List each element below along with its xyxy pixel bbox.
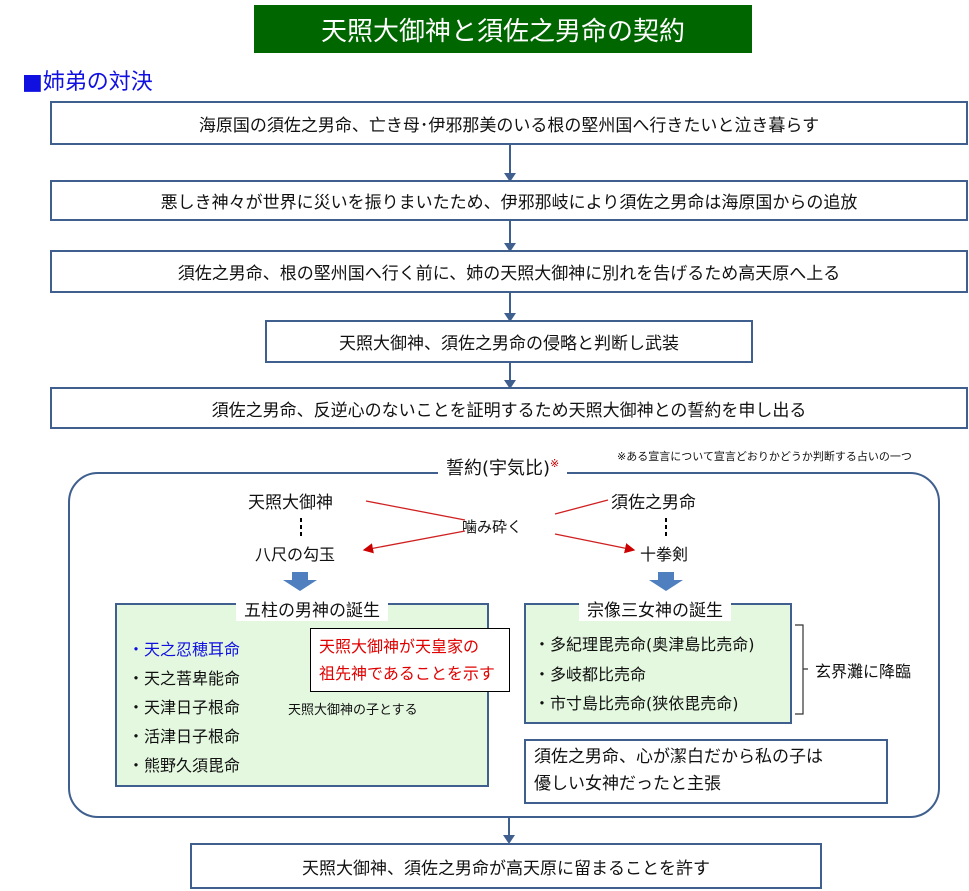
- male-god-item: ・天津日子根命: [128, 698, 241, 717]
- male-gods-label: 五柱の男神の誕生: [236, 596, 388, 621]
- callout-line: 天照大御神が天皇家の: [319, 637, 480, 656]
- block-arrow-down-icon: [649, 572, 683, 591]
- block-arrow-down-icon: [283, 572, 317, 591]
- arrow-down-icon: [504, 145, 516, 182]
- male-god-item: ・天之菩卑能命: [128, 669, 241, 688]
- male-bracket-note: 天照大御神の子とする: [288, 703, 418, 718]
- jewel-label: 八尺の勾玉: [255, 545, 336, 564]
- sword-label: 十拳剣: [640, 545, 689, 564]
- arrow-down-icon: [504, 293, 516, 322]
- red-arrow: [554, 533, 636, 554]
- oath-label: 誓約(宇気比)※: [438, 454, 568, 480]
- red-line: [554, 499, 609, 515]
- arrow-down-icon: [503, 835, 515, 844]
- step-1: 海原国の須佐之男命、亡き母･伊邪那美のいる根の堅州国へ行きたいと泣き暮らす: [50, 101, 968, 145]
- red-line: [365, 500, 466, 521]
- step-5: 須佐之男命、反逆心のないことを証明するため天照大御神との誓約を申し出る: [50, 387, 968, 429]
- step-4: 天照大御神、須佐之男命の侵略と判断し武装: [265, 320, 753, 363]
- step-2: 悪しき神々が世界に災いを振りまいたため、伊邪那岐により須佐之男命は海原国からの追…: [50, 180, 968, 221]
- amaterasu-label: 天照大御神: [248, 493, 333, 513]
- male-god-item: ・活津日子根命: [128, 727, 241, 746]
- red-arrow: [362, 530, 466, 554]
- oath-note: ※ある宣言について宣言どおりかどうか判断する占いの一つ: [617, 450, 912, 463]
- susanoo-label: 須佐之男命: [611, 493, 696, 513]
- arrow-down-icon: [504, 363, 516, 389]
- action-label: 噛み砕く: [462, 518, 523, 536]
- claim-line: 優しい女神だったと主張: [534, 774, 721, 794]
- callout-box: 天照大御神が天皇家の 祖先神であることを示す: [310, 628, 510, 692]
- callout-line: 祖先神であることを示す: [319, 664, 495, 683]
- section-heading: ■姉弟の対決: [22, 70, 153, 95]
- female-god-item: ・市寸島比売命(狭依毘売命): [534, 694, 739, 713]
- female-god-item: ・多岐都比売命: [534, 665, 647, 684]
- male-god-item: ・天之忍穂耳命: [128, 640, 241, 659]
- female-bracket-note: 玄界灘に降臨: [815, 662, 912, 681]
- bracket-female: [795, 624, 808, 715]
- male-god-item: ・熊野久須毘命: [128, 756, 241, 775]
- female-god-item: ・多紀理毘売命(奥津島比売命): [534, 635, 755, 654]
- page-title: 天照大御神と須佐之男命の契約: [254, 5, 752, 53]
- step-3: 須佐之男命、根の堅州国へ行く前に、姉の天照大御神に別れを告げるため高天原へ上る: [50, 250, 968, 293]
- arrow-down-icon: [504, 221, 516, 252]
- conclusion-box: 天照大御神、須佐之男命が高天原に留まることを許す: [190, 843, 822, 889]
- claim-line: 須佐之男命、心が潔白だから私の子は: [534, 747, 823, 767]
- female-gods-label: 宗像三女神の誕生: [579, 596, 731, 621]
- claim-box: 須佐之男命、心が潔白だから私の子は 優しい女神だったと主張: [524, 739, 888, 804]
